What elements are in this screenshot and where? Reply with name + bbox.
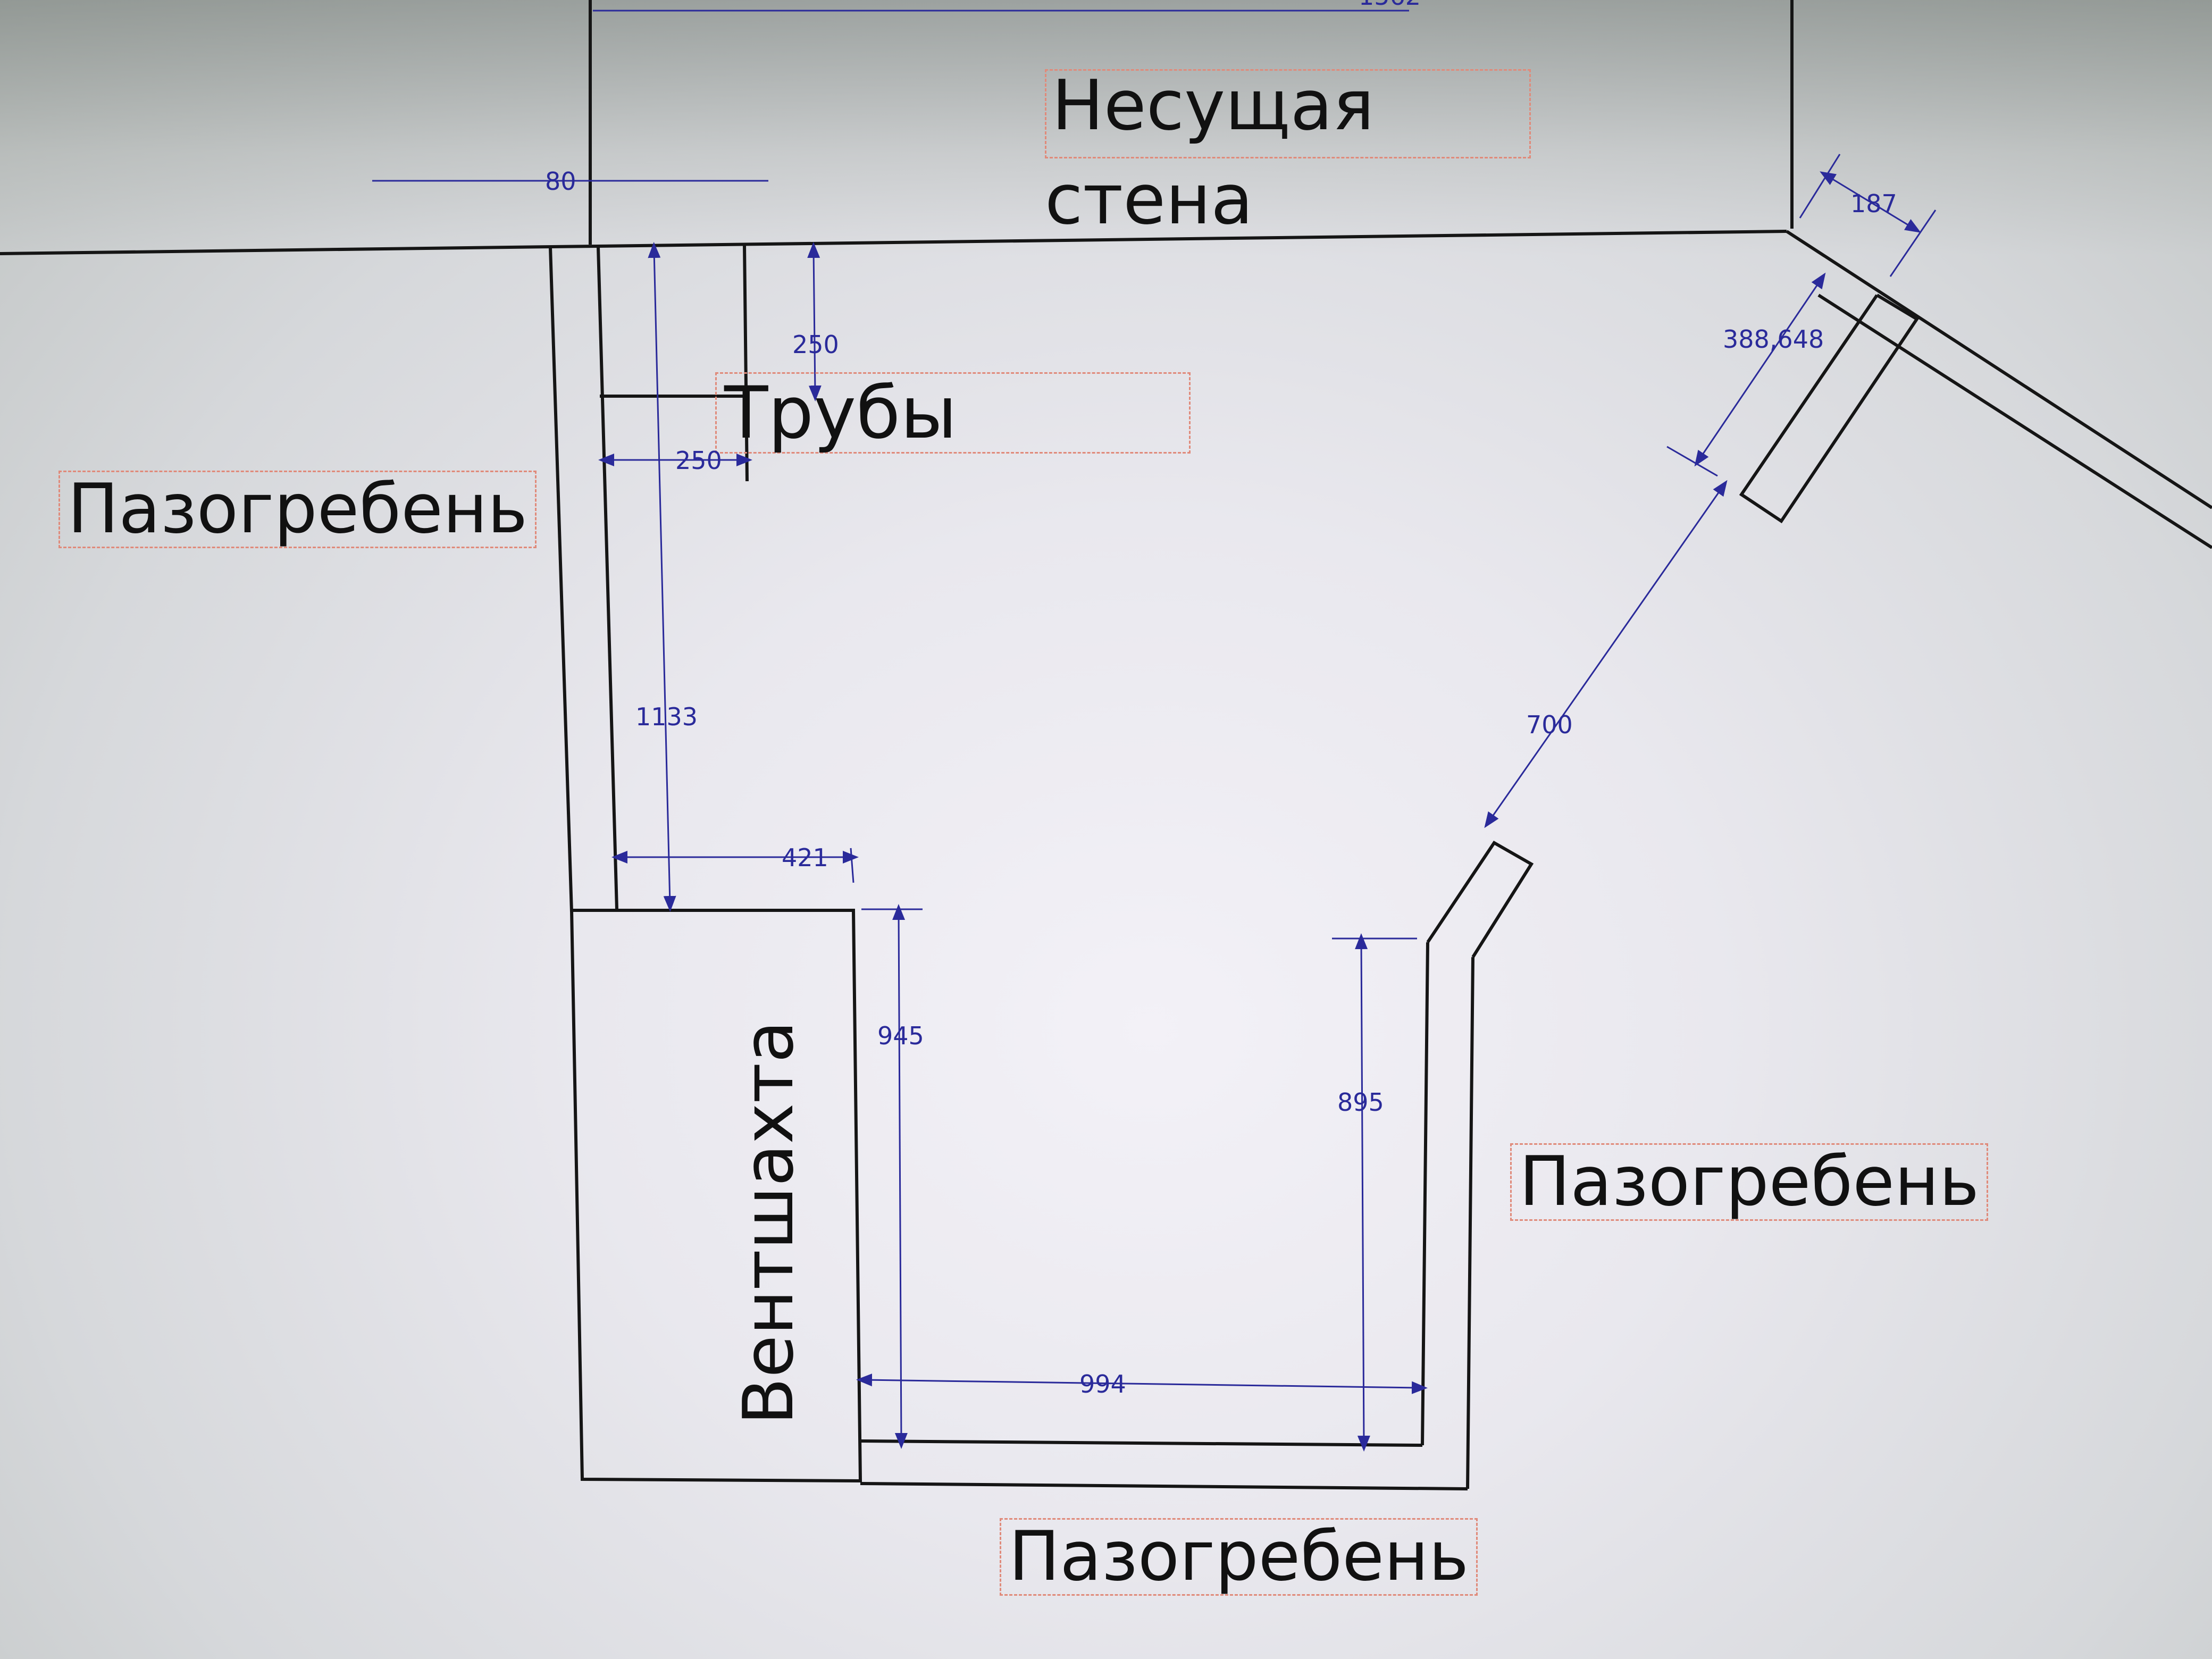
left-partition: [549, 244, 749, 912]
dimension-lines: [372, 10, 1937, 1452]
vent-shaft-label: Вентшахта: [728, 1020, 809, 1425]
tongue-groove-bottom-label: Пазогребень: [1000, 1518, 1478, 1596]
dim-top-partial: 1562: [1359, 0, 1421, 9]
dim-diag-thickness: 187: [1850, 189, 1897, 218]
dim-wall-80: 80: [545, 167, 576, 196]
pipes-label: Трубы: [715, 372, 1191, 454]
bearing-wall-label-line2: стена: [1045, 159, 1253, 240]
dim-shaft-offset: 421: [782, 843, 828, 872]
tongue-groove-left-label: Пазогребень: [58, 471, 537, 548]
dim-bottom-width: 994: [1079, 1370, 1126, 1398]
dim-left-height: 945: [877, 1021, 924, 1050]
dim-diag-block: 388,648: [1723, 325, 1824, 354]
dim-right-height: 895: [1337, 1088, 1384, 1117]
bathroom-partition: [860, 841, 1534, 1490]
bearing-wall: [0, 0, 2212, 549]
tongue-groove-right-label: Пазогребень: [1510, 1143, 1989, 1221]
dim-pipes-width: 250: [675, 446, 722, 475]
dim-diag-distance: 700: [1526, 710, 1573, 739]
bearing-wall-label: Несущая: [1045, 69, 1531, 158]
dim-corridor-length: 1133: [635, 702, 698, 731]
dim-pipes-height: 250: [792, 330, 839, 359]
vent-shaft-box: [570, 909, 862, 1483]
bearing-wall-label-line1: Несущая: [1052, 65, 1375, 146]
